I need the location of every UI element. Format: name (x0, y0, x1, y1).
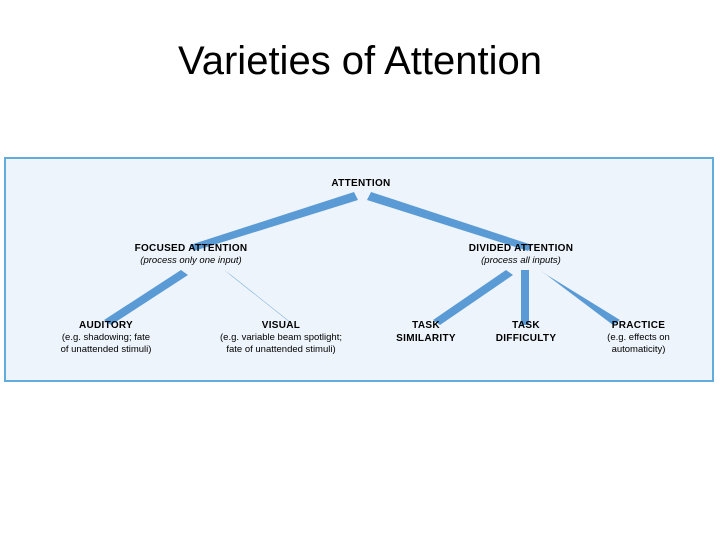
node-practice: PRACTICE (e.g. effects on automaticity) (571, 319, 706, 356)
node-practice-label: PRACTICE (611, 320, 666, 331)
connector-divided-to-task-difficulty (521, 270, 529, 325)
node-task-difficulty-label-line2: DIFFICULTY (495, 333, 557, 344)
node-attention: ATTENTION (266, 177, 456, 190)
node-divided-attention-sub: (process all inputs) (481, 255, 561, 266)
connector-focused-to-auditory (104, 270, 188, 325)
node-task-difficulty-label-line1: TASK (512, 320, 540, 331)
node-task-similarity-label-line2: SIMILARITY (396, 333, 456, 344)
node-practice-sub-line2: automaticity) (611, 344, 666, 355)
page-title: Varieties of Attention (178, 39, 542, 83)
node-focused-attention-sub: (process only one input) (140, 255, 242, 266)
node-visual-sub-line2: fate of unattended stimuli) (226, 344, 336, 355)
node-visual-label: VISUAL (261, 320, 301, 331)
node-task-similarity: TASK SIMILARITY (371, 319, 481, 345)
node-visual: VISUAL (e.g. variable beam spotlight; fa… (176, 319, 386, 356)
node-focused-attention: FOCUSED ATTENTION (process only one inpu… (76, 242, 306, 267)
node-auditory: AUDITORY (e.g. shadowing; fate of unatte… (16, 319, 196, 356)
node-focused-attention-label: FOCUSED ATTENTION (134, 243, 248, 254)
node-auditory-sub-line2: of unattended stimuli) (60, 344, 152, 355)
node-divided-attention-label: DIVIDED ATTENTION (468, 243, 574, 254)
connector-divided-to-task-similarity (433, 270, 513, 325)
connector-attention-to-divided (367, 192, 532, 251)
node-task-difficulty: TASK DIFFICULTY (471, 319, 581, 345)
node-divided-attention: DIVIDED ATTENTION (process all inputs) (406, 242, 636, 267)
node-auditory-label: AUDITORY (78, 320, 134, 331)
connector-focused-to-visual (224, 270, 294, 325)
node-practice-sub-line1: (e.g. effects on (607, 332, 670, 343)
node-attention-label: ATTENTION (331, 178, 391, 189)
node-auditory-sub-line1: (e.g. shadowing; fate (61, 332, 151, 343)
connector-attention-to-focused (190, 192, 358, 251)
node-visual-sub-line1: (e.g. variable beam spotlight; (220, 332, 342, 343)
connector-divided-to-practice (540, 270, 620, 325)
attention-hierarchy-diagram: ATTENTION FOCUSED ATTENTION (process onl… (4, 157, 714, 382)
diagram-connector-lines (104, 192, 620, 325)
node-task-similarity-label-line1: TASK (412, 320, 440, 331)
